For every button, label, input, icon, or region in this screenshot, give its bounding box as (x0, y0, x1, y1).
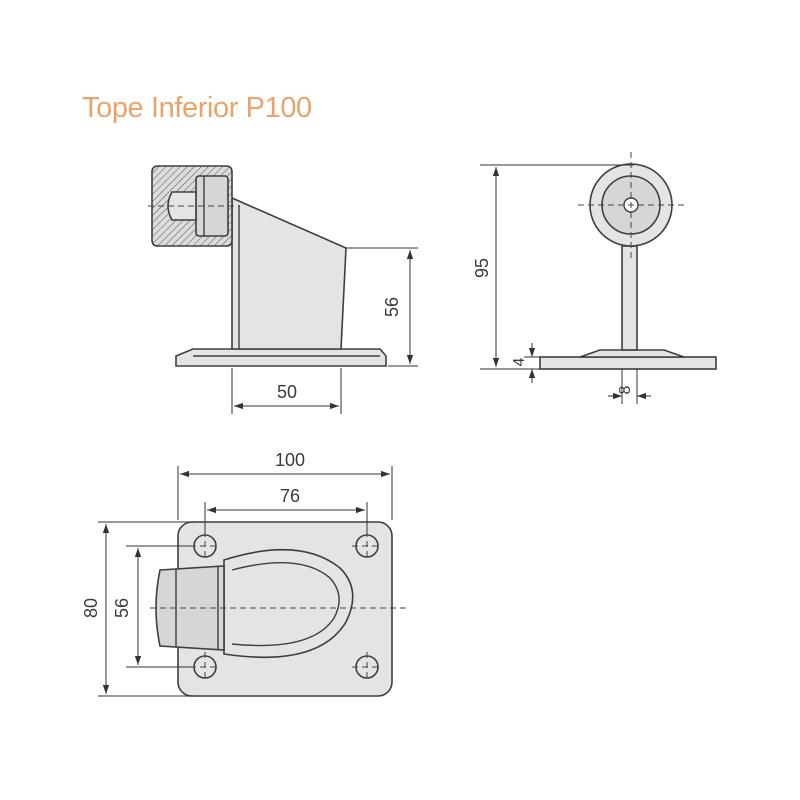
front-stem (621, 245, 638, 351)
front-view: 95 4 8 (472, 152, 717, 404)
dim-base-thickness: 4 (511, 357, 528, 366)
mounting-holes (190, 531, 382, 682)
dim-hole-spacing-x: 76 (280, 486, 300, 506)
top-body-outer (223, 548, 354, 659)
side-body (231, 196, 347, 350)
dim-side-height: 56 (382, 297, 402, 317)
side-base-plate (175, 348, 387, 367)
front-base-boss (579, 349, 685, 358)
dim-hole-spacing-y: 56 (112, 598, 132, 618)
top-view: 100 76 80 56 (81, 450, 406, 697)
dim-plate-width: 100 (275, 450, 305, 470)
dim-plate-height: 80 (81, 598, 101, 618)
side-view: 56 50 (148, 165, 418, 414)
dim-side-width: 50 (277, 382, 297, 402)
front-base (539, 356, 717, 370)
dim-front-height: 95 (472, 258, 492, 278)
dim-stem-width: 8 (617, 385, 634, 394)
drawing-title: Tope Inferior P100 (82, 92, 312, 124)
